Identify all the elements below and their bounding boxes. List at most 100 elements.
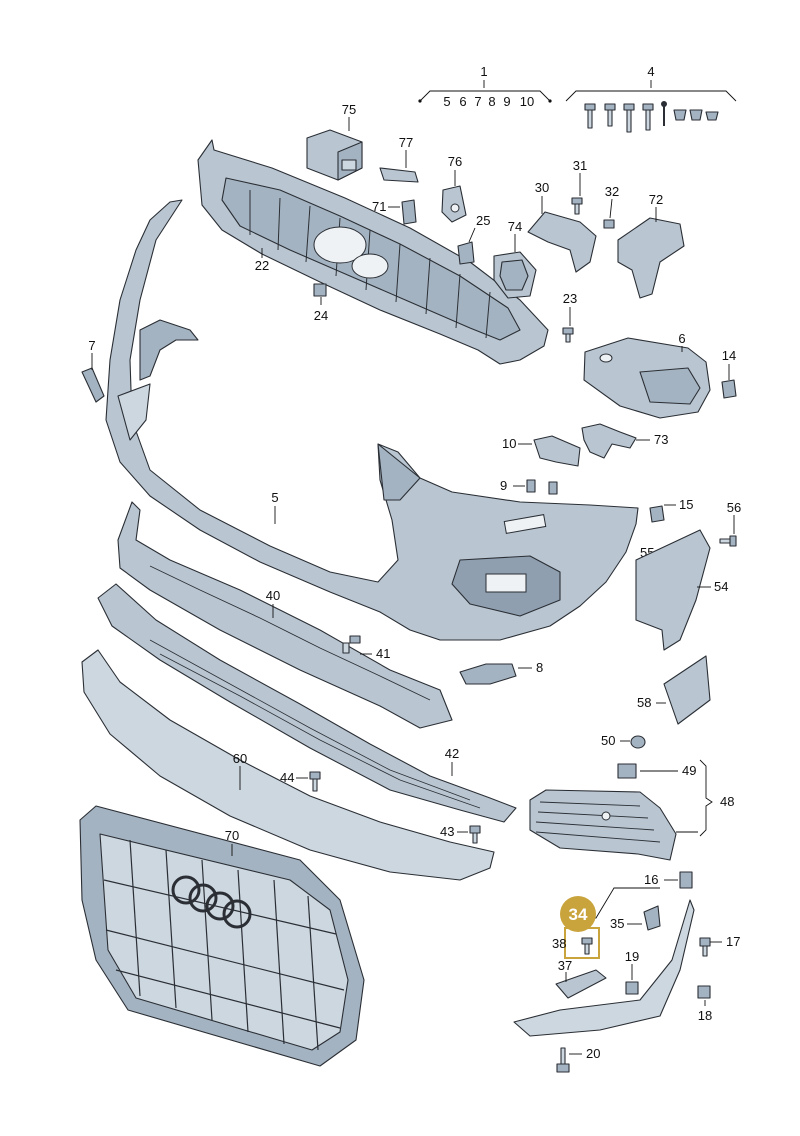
part-76-shield — [441, 185, 467, 223]
label-50: 50 — [601, 733, 615, 748]
part-9-clip — [526, 479, 558, 495]
assembly-bracket-4 — [565, 80, 737, 102]
label-49: 49 — [682, 763, 696, 778]
part-54-guide — [635, 529, 711, 651]
label-7-top: 7 — [474, 94, 481, 109]
part-40-lower-carrier — [117, 501, 453, 729]
part-42-lower-grille — [97, 583, 517, 823]
label-48: 48 — [720, 794, 734, 809]
label-54: 54 — [714, 579, 728, 594]
part-48-side-grille — [529, 789, 677, 861]
part-20-screw — [556, 1047, 570, 1073]
label-20: 20 — [586, 1046, 600, 1061]
label-5-top: 5 — [443, 94, 450, 109]
label-8: 8 — [536, 660, 543, 675]
fastener-set-icon — [584, 101, 719, 133]
label-8-top: 8 — [488, 94, 495, 109]
label-35: 35 — [610, 916, 624, 931]
label-75: 75 — [342, 102, 356, 117]
label-19: 19 — [625, 949, 639, 964]
label-41: 41 — [376, 646, 390, 661]
label-18: 18 — [698, 1008, 712, 1023]
assembly-bracket-1 — [418, 80, 552, 103]
part-35-bracket — [643, 905, 661, 931]
part-8-cap — [459, 663, 517, 685]
part-10-washer-bracket — [533, 435, 581, 467]
part-7-cap — [81, 367, 105, 403]
part-15-clip — [649, 505, 665, 523]
label-5: 5 — [271, 490, 278, 505]
label-10-top: 10 — [520, 94, 534, 109]
label-32: 32 — [605, 184, 619, 199]
part-22-carrier — [197, 139, 549, 365]
part-trim-strip — [513, 899, 695, 1037]
part-43-screw — [469, 825, 481, 844]
label-38: 38 — [552, 936, 566, 951]
label-15: 15 — [679, 497, 693, 512]
label-6: 6 — [678, 331, 685, 346]
part-60-spoiler — [81, 649, 495, 881]
part-38-screw — [581, 937, 593, 955]
part-75-sensor — [306, 129, 363, 181]
label-76: 76 — [448, 154, 462, 169]
part-73-bracket — [581, 423, 637, 459]
label-14: 14 — [722, 348, 736, 363]
label-34: 34 — [569, 905, 588, 924]
label-30: 30 — [535, 180, 549, 195]
label-10: 10 — [502, 436, 516, 451]
part-5-bumper-cover — [105, 199, 639, 641]
part-49-holder — [617, 763, 637, 779]
label-77: 77 — [399, 135, 413, 150]
part-18-clip — [697, 985, 711, 999]
label-40: 40 — [266, 588, 280, 603]
label-42: 42 — [445, 746, 459, 761]
part-71-bracket — [401, 199, 417, 225]
label-17: 17 — [726, 934, 740, 949]
part-50-sensor — [630, 735, 646, 749]
part-32-nut — [603, 219, 615, 229]
part-19-nut — [625, 981, 639, 995]
part-58-panel — [663, 655, 711, 725]
label-58: 58 — [637, 695, 651, 710]
label-9-top: 9 — [503, 94, 510, 109]
badge-34-circle — [560, 896, 596, 932]
label-60: 60 — [233, 751, 247, 766]
label-25: 25 — [476, 213, 490, 228]
part-70-front-grille — [79, 805, 365, 1067]
part-56-screw — [719, 535, 737, 547]
part-16-clip — [679, 871, 693, 889]
label-56: 56 — [727, 500, 741, 515]
label-1: 1 — [480, 64, 487, 79]
label-37: 37 — [558, 958, 572, 973]
label-43: 43 — [440, 824, 454, 839]
label-22: 22 — [255, 258, 269, 273]
part-6-side-bracket — [583, 337, 711, 419]
label-73: 73 — [654, 432, 668, 447]
label-74: 74 — [508, 219, 522, 234]
label-31: 31 — [573, 158, 587, 173]
label-7: 7 — [88, 338, 95, 353]
label-9: 9 — [500, 478, 507, 493]
label-16: 16 — [644, 872, 658, 887]
part-24-clip — [313, 283, 327, 297]
part-31-bolt — [571, 197, 583, 215]
part-44-screw — [309, 771, 321, 792]
label-70: 70 — [225, 828, 239, 843]
label-44: 44 — [280, 770, 294, 785]
label-6-top: 6 — [459, 94, 466, 109]
part-77-clip — [379, 167, 419, 183]
label-4: 4 — [647, 64, 654, 79]
part-34-highlight-badge: 34 — [560, 896, 596, 932]
part-17-screw — [699, 937, 711, 957]
part-25-clip — [457, 241, 475, 265]
part-34-highlight-box — [564, 927, 600, 959]
part-30-bracket — [527, 211, 597, 273]
part-23-screw — [562, 327, 574, 343]
label-24: 24 — [314, 308, 328, 323]
part-37-bracket — [555, 969, 607, 999]
part-74-radar — [493, 251, 537, 299]
part-41-screw — [342, 635, 361, 654]
part-72-bracket — [617, 217, 685, 299]
part-14-clip — [721, 379, 737, 399]
